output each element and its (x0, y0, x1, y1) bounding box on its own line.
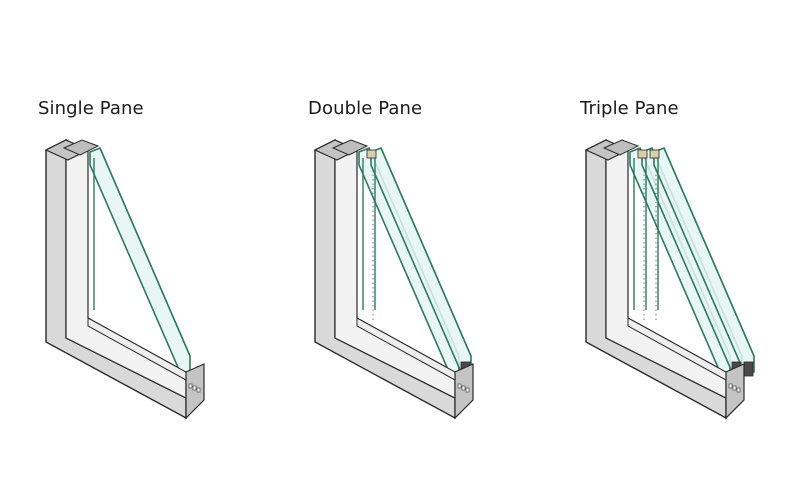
frame-chamber-1 (728, 383, 733, 389)
spacer-top-2 (649, 149, 660, 159)
frame-bottom-end (185, 363, 205, 420)
frame-chamber-2 (732, 385, 737, 391)
frame-chamber-3 (196, 387, 201, 393)
frame-top-chamber (62, 139, 100, 156)
frame-bottom-end (454, 363, 474, 420)
glass-edge-diagonal-2 (380, 147, 472, 357)
glass-pane-3 (653, 146, 755, 373)
frame-chamber-1 (457, 383, 462, 389)
frame-top-chamber (331, 139, 369, 156)
single-pane-label: Single Pane (38, 98, 144, 119)
glass-edge-diagonal-1 (99, 147, 191, 357)
frame-top-chamber (602, 139, 640, 156)
window-section-1-pane (44, 138, 205, 420)
spacer-top-1 (637, 149, 648, 159)
double-pane-label: Double Pane (308, 98, 423, 119)
frame-chamber-3 (465, 387, 470, 393)
frame-chamber-3 (736, 387, 741, 393)
spacer-bottom-2 (743, 361, 754, 377)
spacer-top-1 (366, 149, 377, 159)
frame-chamber-2 (192, 385, 197, 391)
frame-bottom-end (725, 363, 745, 420)
window-section-2-pane (313, 138, 474, 420)
window-section-3-pane (584, 138, 755, 420)
frame-chamber-1 (188, 383, 193, 389)
triple-pane-label: Triple Pane (580, 98, 679, 119)
glass-edge-diagonal-3 (663, 147, 755, 357)
frame-chamber-2 (461, 385, 466, 391)
